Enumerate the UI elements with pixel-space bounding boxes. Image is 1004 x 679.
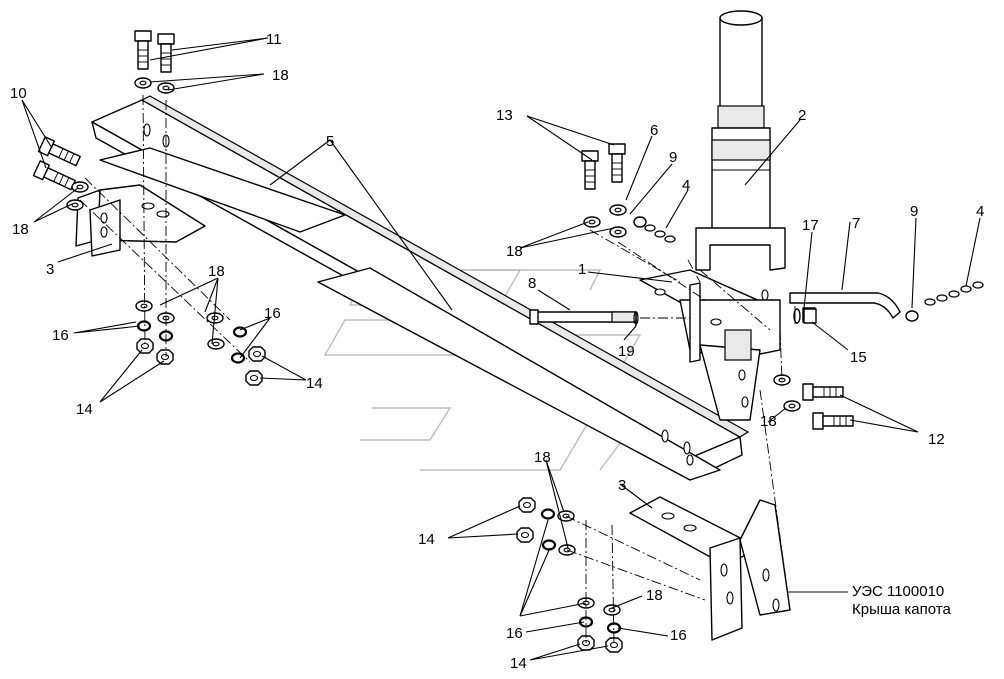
callout-7: 7 — [852, 215, 860, 232]
callout-19: 19 — [618, 343, 635, 360]
leader-lines — [21, 37, 981, 661]
reference-code: УЭС 1100010 — [852, 583, 944, 600]
chain-4-right — [905, 281, 984, 322]
callout-14: 14 — [510, 655, 527, 672]
callout-14: 14 — [418, 531, 435, 548]
bracket-3-right — [629, 496, 791, 641]
callout-18: 18 — [506, 243, 523, 260]
fasteners-left-group — [135, 300, 266, 386]
callout-1: 1 — [578, 261, 586, 278]
fasteners-15-17-19 — [633, 308, 817, 326]
callout-labels: 1 2 3 3 4 4 5 6 7 8 9 9 10 11 12 13 14 1… — [10, 31, 984, 672]
reference-name: Крыша капота — [852, 601, 951, 618]
callout-18: 18 — [534, 449, 551, 466]
support-bracket-1 — [639, 269, 781, 421]
callout-6: 6 — [650, 122, 658, 139]
callout-18: 18 — [760, 413, 777, 430]
bolts-11 — [134, 30, 175, 73]
callout-12: 12 — [928, 431, 945, 448]
callout-16: 16 — [670, 627, 687, 644]
pin-8 — [529, 309, 637, 325]
callout-9: 9 — [910, 203, 918, 220]
callout-2: 2 — [798, 107, 806, 124]
bolts-13 — [581, 143, 626, 190]
fasteners-right-group — [516, 497, 623, 653]
callout-4: 4 — [682, 177, 690, 194]
callout-13: 13 — [496, 107, 513, 124]
callout-9: 9 — [669, 149, 677, 166]
callout-14: 14 — [306, 375, 323, 392]
callout-18: 18 — [272, 67, 289, 84]
column-assembly-2 — [695, 10, 786, 271]
callout-18: 18 — [208, 263, 225, 280]
callout-8: 8 — [528, 275, 536, 292]
callout-5: 5 — [326, 133, 334, 150]
callout-11: 11 — [266, 31, 282, 48]
assembly-axis-lines — [79, 94, 791, 646]
callout-18: 18 — [12, 221, 29, 238]
chain-4-left — [633, 216, 676, 243]
callout-15: 15 — [850, 349, 867, 366]
callout-3: 3 — [618, 477, 626, 494]
bolts-12 — [802, 383, 854, 430]
callout-4: 4 — [976, 203, 984, 220]
callout-16: 16 — [264, 305, 281, 322]
washers-18-mid — [583, 204, 627, 238]
reference-block: УЭС 1100010 Крыша капота — [852, 583, 951, 618]
callout-18: 18 — [646, 587, 663, 604]
callout-16: 16 — [52, 327, 69, 344]
washers-18-right — [773, 374, 801, 412]
callout-10: 10 — [10, 85, 27, 102]
callout-14: 14 — [76, 401, 93, 418]
callout-3: 3 — [46, 261, 54, 278]
callout-17: 17 — [802, 217, 819, 234]
bracket-3-left — [75, 184, 206, 257]
hood-rail-5 — [91, 95, 750, 481]
callout-16: 16 — [506, 625, 523, 642]
